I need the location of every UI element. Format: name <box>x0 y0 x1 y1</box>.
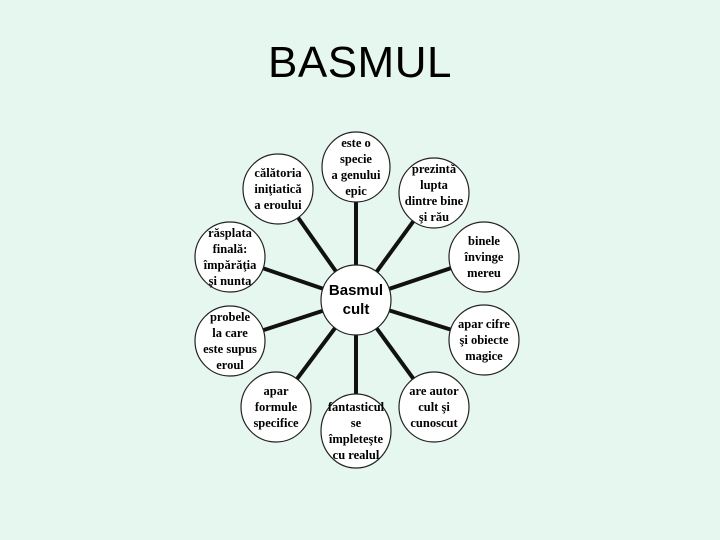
node-text-line: magice <box>465 349 503 363</box>
node-text-line: apar cifre <box>458 317 510 331</box>
node-text-line: învinge <box>464 250 504 264</box>
node-left-upper: răsplata finală: împărăţia şi nunta <box>194 221 266 293</box>
node-top: este o specie a genului epic <box>321 131 391 203</box>
node-text-line: are autor <box>409 384 459 398</box>
node-text-line: la care <box>212 326 248 340</box>
node-circle <box>320 393 392 469</box>
node-text-line: formule <box>255 400 298 414</box>
node-text-line: călătoria <box>254 166 302 180</box>
node-text-line: răsplata <box>208 226 253 240</box>
node-text-line: lupta <box>420 178 449 192</box>
node-text-line: specifice <box>253 416 299 430</box>
node-text-line: cult <box>343 301 370 318</box>
node-text-line: împărăţia <box>203 258 258 272</box>
slide-title: BASMUL <box>268 38 452 87</box>
node-text-line: finală: <box>213 242 248 256</box>
node-text-line: fantasticul <box>328 400 385 414</box>
node-text-line: eroul <box>216 358 244 372</box>
node-text-line: este supus <box>203 342 257 356</box>
node-text-line: prezintă <box>412 162 457 176</box>
node-text-line: cunoscut <box>410 416 458 430</box>
node-right-lower: apar cifre şi obiecte magice <box>448 304 520 376</box>
node-circle <box>242 153 314 225</box>
node-text-line: se <box>351 416 362 430</box>
node-text-line: epic <box>345 184 367 198</box>
node-circle <box>240 371 312 443</box>
node-text-line: împleteşte <box>328 432 384 446</box>
node-text-line: iniţiatică <box>254 182 302 196</box>
center-node: Basmul cult <box>320 264 392 336</box>
node-text-line: dintre bine <box>405 194 464 208</box>
node-circle <box>194 221 266 293</box>
node-bottom-right: are autor cult şi cunoscut <box>398 371 470 443</box>
node-top-left: călătoria iniţiatică a eroului <box>242 153 314 225</box>
node-circle <box>398 157 470 229</box>
node-text-line: mereu <box>467 266 501 280</box>
node-top-right: prezintă lupta dintre bine şi rău <box>398 157 470 229</box>
node-circle <box>448 304 520 376</box>
node-text-line: este o <box>341 136 371 150</box>
diagram-nodes: este o specie a genului epic prezintă lupta di… <box>194 131 520 469</box>
node-text-line: şi obiecte <box>460 333 509 347</box>
node-circle <box>398 371 470 443</box>
center-circle <box>320 264 392 336</box>
node-bottom: fantasticul se împleteşte cu realul <box>320 393 392 469</box>
node-text-line: probele <box>210 310 250 324</box>
node-text-line: şi rău <box>419 210 449 224</box>
node-text-line: Basmul <box>329 282 383 299</box>
node-text-line: cult şi <box>418 400 450 414</box>
node-text-line: apar <box>264 384 289 398</box>
node-circle <box>448 221 520 293</box>
node-text-line: a eroului <box>254 198 302 212</box>
node-circle <box>321 131 391 203</box>
node-text-line: a genului <box>332 168 382 182</box>
node-left-lower: probele la care este supus eroul <box>194 305 266 377</box>
node-circle <box>194 305 266 377</box>
node-text-line: binele <box>468 234 500 248</box>
node-text-line: şi nunta <box>209 274 252 288</box>
node-bottom-left: apar formule specifice <box>240 371 312 443</box>
node-text-line: cu realul <box>333 448 380 462</box>
node-text-line: specie <box>340 152 372 166</box>
node-right-upper: binele învinge mereu <box>448 221 520 293</box>
